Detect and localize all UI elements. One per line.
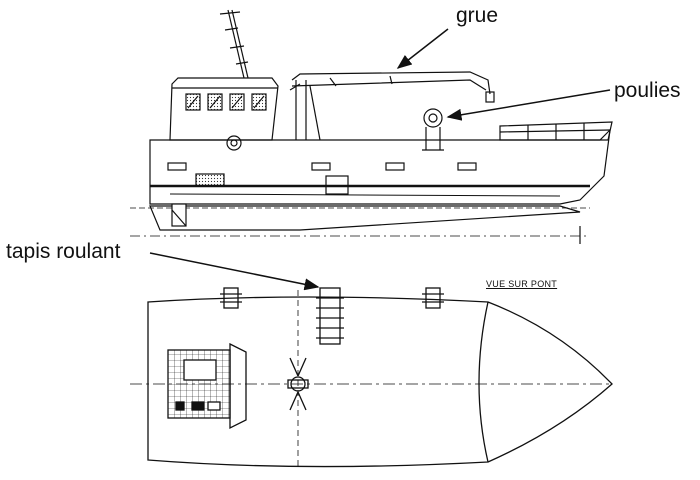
conveyor-arrow — [149, 252, 320, 291]
pulley-top-left — [220, 287, 242, 309]
crane-arrow — [396, 28, 449, 69]
label-crane: grue — [456, 4, 499, 27]
label-pulleys: poulies — [614, 79, 681, 102]
label-conveyor: tapis roulant — [6, 240, 121, 263]
keel — [130, 203, 590, 244]
side-view — [130, 9, 613, 244]
mast — [219, 9, 249, 79]
view-title: VUE SUR PONT — [486, 279, 558, 289]
deck-view — [130, 287, 613, 470]
central-winch — [287, 357, 309, 411]
conveyor-belt — [316, 287, 344, 345]
wheelhouse — [169, 77, 279, 151]
crane — [289, 71, 495, 141]
hull — [149, 121, 613, 205]
pulleys-arrow — [446, 89, 611, 121]
pulley-side — [422, 108, 444, 151]
pulley-top-right — [422, 287, 444, 309]
deck-hatch — [167, 342, 247, 430]
